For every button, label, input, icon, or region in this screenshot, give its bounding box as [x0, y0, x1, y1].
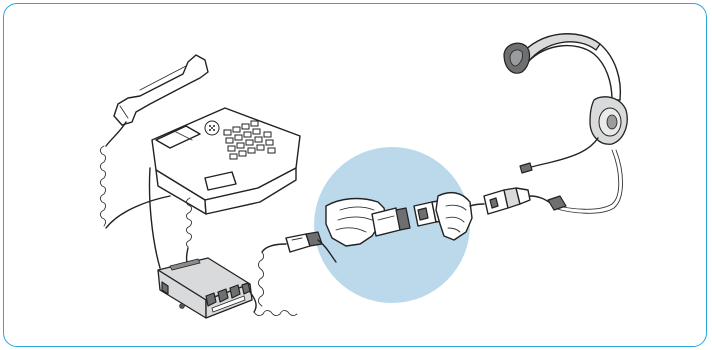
phone-to-amplifier-cord: [186, 198, 191, 268]
headset-amplifier: [158, 258, 252, 318]
cable-out-of-detail: [470, 204, 484, 206]
speaker-grille: [205, 121, 219, 135]
quick-disconnect-plug-headset: [484, 188, 530, 214]
headset-cable: [530, 150, 623, 213]
desk-telephone: [152, 108, 300, 214]
boom-microphone: [520, 138, 598, 173]
amplifier-coil-cord: [250, 244, 297, 316]
telephone-handset: [114, 55, 208, 125]
headset: [504, 34, 627, 144]
quick-disconnect-plug-amplifier: [286, 232, 322, 252]
